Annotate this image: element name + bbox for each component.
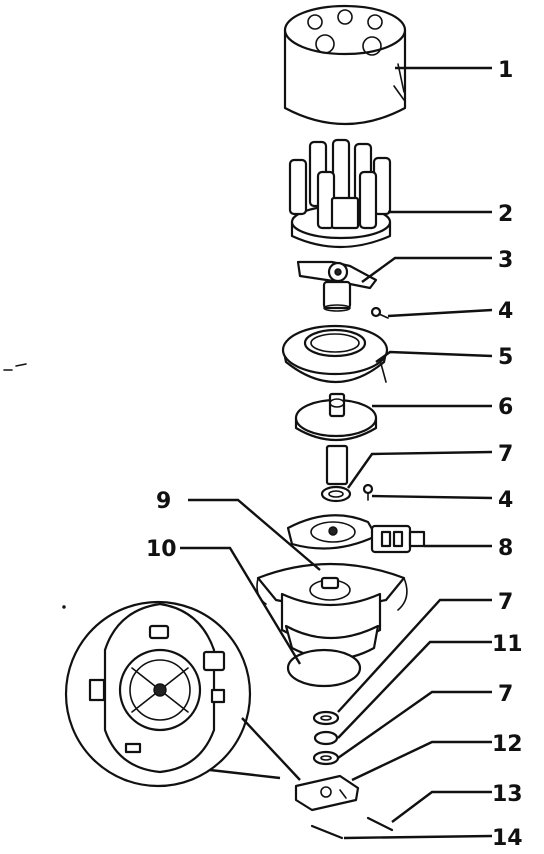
leader-3 bbox=[361, 256, 492, 283]
callout-4b: 4 bbox=[498, 488, 513, 513]
callout-12: 12 bbox=[492, 732, 523, 757]
callout-4a: 4 bbox=[498, 299, 513, 324]
callout-labels: 1 2 3 4 5 6 7 4 9 8 10 7 11 7 12 13 14 bbox=[146, 58, 523, 851]
callout-2: 2 bbox=[498, 202, 513, 227]
callout-14: 14 bbox=[492, 826, 523, 851]
part-14-pin bbox=[310, 824, 344, 840]
leader-9 bbox=[188, 498, 321, 571]
callout-10: 10 bbox=[146, 537, 177, 562]
detail-magnified-view bbox=[64, 600, 301, 788]
leader-12 bbox=[351, 740, 492, 782]
part-3-rotor bbox=[296, 260, 378, 312]
callout-11: 11 bbox=[492, 632, 523, 657]
part-5-dust-shield bbox=[281, 324, 389, 383]
callout-1: 1 bbox=[498, 58, 513, 83]
callout-13: 13 bbox=[492, 782, 523, 807]
callout-7a: 7 bbox=[498, 442, 513, 467]
leader-lines bbox=[180, 66, 493, 840]
part-2-distributor-cap bbox=[288, 138, 392, 249]
leader-11 bbox=[337, 640, 492, 739]
stray-marks bbox=[3, 363, 66, 609]
callout-3: 3 bbox=[498, 248, 513, 273]
part-4-screw-upper bbox=[370, 306, 389, 319]
part-9-distributor-housing bbox=[256, 562, 408, 661]
part-7-washer-upper bbox=[320, 485, 352, 503]
callout-8: 8 bbox=[498, 536, 513, 561]
part-10-seal-ring bbox=[286, 648, 362, 688]
callout-6: 6 bbox=[498, 395, 513, 420]
part-12-drive-dog bbox=[294, 774, 360, 812]
leader-10 bbox=[180, 546, 302, 665]
part-11-o-ring bbox=[313, 730, 339, 746]
callout-7b: 7 bbox=[498, 590, 513, 615]
part-7-washer-lower bbox=[312, 750, 340, 766]
callout-9: 9 bbox=[156, 489, 171, 514]
callout-5: 5 bbox=[498, 345, 513, 370]
part-13-pin bbox=[366, 816, 394, 832]
leader-7a bbox=[347, 450, 493, 489]
leader-4b bbox=[371, 494, 493, 500]
part-4-screw-lower bbox=[362, 483, 374, 501]
leader-7c bbox=[337, 690, 492, 759]
leader-5 bbox=[375, 350, 493, 363]
leader-14 bbox=[343, 834, 493, 840]
part-8-base-plate bbox=[286, 514, 426, 554]
leader-7b bbox=[337, 598, 492, 713]
part-6-trigger-wheel bbox=[294, 392, 378, 486]
callout-7c: 7 bbox=[498, 682, 513, 707]
part-7-washer-middle bbox=[312, 710, 340, 726]
leader-4a bbox=[387, 308, 493, 318]
part-1-cap-cover bbox=[283, 4, 407, 126]
leader-13 bbox=[391, 790, 492, 823]
